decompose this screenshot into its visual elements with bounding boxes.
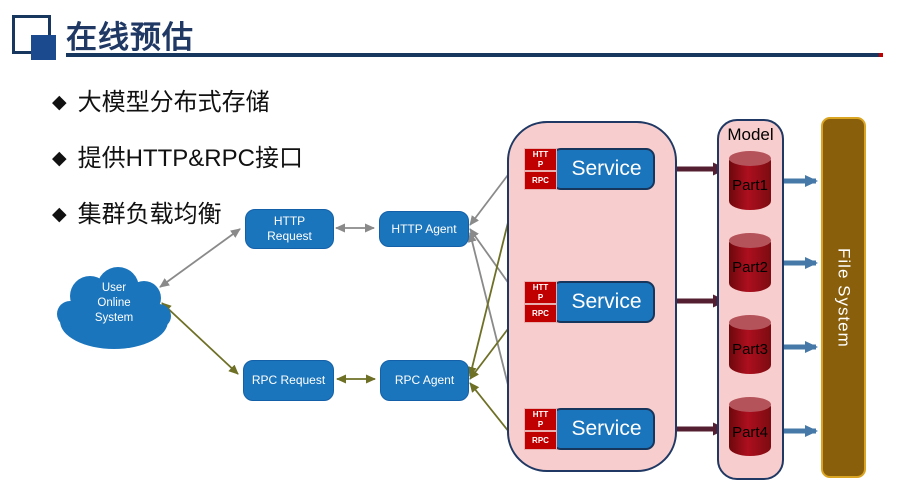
model-part2-cylinder-icon [729, 233, 771, 292]
bullet-item: ◆ 大模型分布式存储 [52, 82, 303, 117]
logo-square-fill-icon [31, 35, 56, 60]
http-agent-node: HTTP Agent [379, 211, 469, 247]
bullet-item: ◆ 提供HTTP&RPC接口 [52, 138, 303, 173]
model-part4-cylinder-icon [729, 397, 771, 456]
model-part-label: Part1 [732, 177, 768, 194]
diamond-bullet-icon: ◆ [52, 92, 67, 113]
model-label: Model [727, 125, 774, 144]
diamond-bullet-icon: ◆ [52, 148, 67, 169]
rpc-agent-node: RPC Agent [380, 360, 469, 401]
service-rpc-badge: RPC [524, 304, 557, 323]
bullet-item: ◆ 集群负载均衡 [52, 194, 303, 229]
bullet-text: 集群负载均衡 [77, 201, 222, 228]
service-box: Service [552, 408, 655, 450]
title-underline [66, 53, 883, 57]
rpc-request-node: RPC Request [243, 360, 334, 401]
file-system-bar: File System [821, 117, 866, 478]
service-node-2: Service HTTP RPC [524, 281, 655, 323]
bullet-list: ◆ 大模型分布式存储 ◆ 提供HTTP&RPC接口 ◆ 集群负载均衡 [52, 82, 303, 250]
model-part1-cylinder-icon [729, 151, 771, 210]
service-node-1: Service HTTP RPC [524, 148, 655, 190]
service-box: Service [552, 281, 655, 323]
page-title: 在线预估 [66, 20, 194, 55]
service-rpc-badge: RPC [524, 431, 557, 450]
cloud-icon [57, 267, 171, 349]
http-request-node: HTTP Request [245, 209, 334, 249]
model-part-label: Part3 [732, 341, 768, 358]
service-rpc-badge: RPC [524, 171, 557, 190]
model-part3-cylinder-icon [729, 315, 771, 374]
bullet-text: 提供HTTP&RPC接口 [77, 145, 303, 172]
user-online-system-cloud: User Online System [56, 264, 172, 354]
service-box: Service [552, 148, 655, 190]
model-part-label: Part2 [732, 259, 768, 276]
file-system-label: File System [834, 247, 854, 348]
cloud-label: User Online System [94, 282, 134, 324]
model-container: Model Part1 Part2 Part3 Part4 [717, 119, 784, 480]
diamond-bullet-icon: ◆ [52, 204, 67, 225]
model-part-label: Part4 [732, 424, 768, 441]
bullet-text: 大模型分布式存储 [77, 89, 270, 116]
service-http-badge: HTTP [524, 148, 557, 171]
arrow-cloud-rpc-request [161, 302, 239, 375]
title-underline-red-tip [879, 53, 883, 57]
service-http-badge: HTTP [524, 408, 557, 431]
service-node-3: Service HTTP RPC [524, 408, 655, 450]
service-http-badge: HTTP [524, 281, 557, 304]
